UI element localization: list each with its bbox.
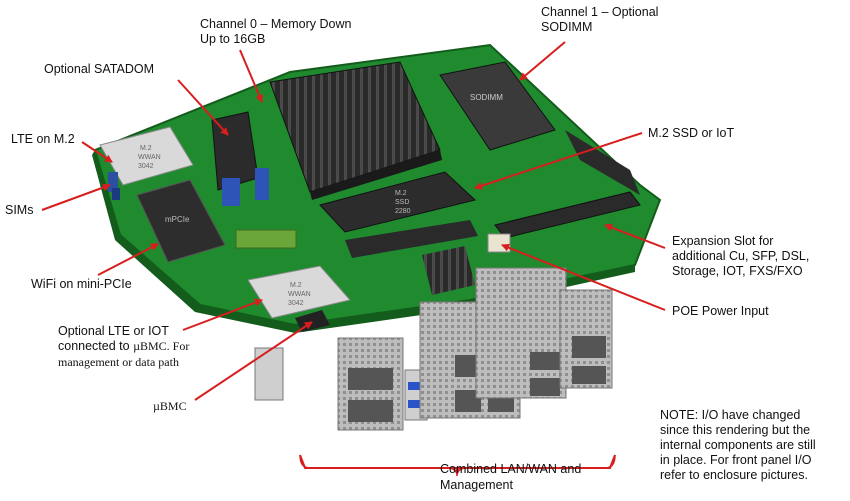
- label-ubmc: µBMC: [153, 399, 187, 413]
- wwan-top-mark-3: 3042: [138, 163, 154, 170]
- lan-wan-bracket-curve: [299, 454, 616, 477]
- ssd-mark-1: M.2: [395, 190, 407, 197]
- note-line3: internal components are still: [660, 438, 816, 452]
- opt-lte-line2b-text: For: [169, 339, 190, 353]
- label-poe: POE Power Input: [672, 304, 769, 318]
- wwan-top-mark-1: M.2: [140, 145, 152, 152]
- label-opt-lte-line3: management or data path: [58, 355, 179, 369]
- label-wifi: WiFi on mini-PCIe: [31, 277, 132, 291]
- wwan-top-mark-2: WWAN: [138, 154, 161, 161]
- pin-header: [235, 229, 297, 249]
- ssd-mark-3: 2280: [395, 208, 411, 215]
- label-opt-lte-line1: Optional LTE or IOT: [58, 324, 169, 338]
- m2-ssd: M.2 SSD 2280: [319, 171, 477, 233]
- label-sims: SIMs: [5, 203, 34, 217]
- label-combined-line2: Management: [440, 478, 513, 492]
- label-combined-line1: Combined LAN/WAN and: [440, 462, 582, 476]
- note-line5: refer to enclosure pictures.: [660, 468, 808, 482]
- label-satadom: Optional SATADOM: [44, 62, 154, 76]
- wwan-bottom-mark-1: M.2: [290, 282, 302, 289]
- small-heatsink: [422, 246, 475, 295]
- note-line2: since this rendering but the: [660, 423, 811, 437]
- arrow-channel1: [519, 41, 566, 81]
- arrow-ubmc: [194, 321, 313, 401]
- ssd-mark-2: SSD: [395, 199, 409, 206]
- poe-connector: [487, 233, 511, 253]
- right-connector: [565, 130, 640, 195]
- sfp-cage: [475, 267, 567, 399]
- arrow-expansion: [604, 223, 666, 249]
- wwan-bottom-mark-2: WWAN: [288, 291, 311, 298]
- rj45-block-1: [337, 337, 404, 431]
- mpcie-mark: mPCIe: [165, 215, 190, 224]
- note-line1: NOTE: I/O have changed: [660, 408, 801, 422]
- m2-wwan-module-bottom: M.2 WWAN 3042: [247, 265, 351, 319]
- arrow-poe: [501, 243, 666, 311]
- arrow-sims: [41, 183, 111, 211]
- callout-arrows: [41, 41, 666, 401]
- wwan-bottom-mark-3: 3042: [288, 300, 304, 307]
- arrow-channel0: [239, 49, 263, 103]
- label-expansion-line3: Storage, IOT, FXS/FXO: [672, 264, 803, 278]
- arrow-m2-ssd: [474, 132, 643, 190]
- label-m2-ssd: M.2 SSD or IoT: [648, 126, 735, 140]
- label-expansion-line2: additional Cu, SFP, DSL,: [672, 249, 810, 263]
- internal-header: [345, 220, 478, 258]
- opt-lte-ubmc-text: µBMC.: [133, 339, 170, 353]
- arrow-lte-m2: [81, 141, 113, 163]
- note-line4: in place. For front panel I/O: [660, 453, 812, 467]
- label-channel0-line2: Up to 16GB: [200, 32, 266, 46]
- sim-slot-2: [112, 188, 120, 200]
- rj45-block-3: [559, 289, 613, 389]
- arrow-opt-lte: [182, 298, 263, 331]
- label-channel0-line1: Channel 0 – Memory Down: [200, 17, 352, 31]
- label-expansion-line1: Expansion Slot for: [672, 234, 774, 248]
- m2-wwan-module-top: M.2 WWAN 3042: [99, 126, 194, 186]
- sodimm-mark: SODIMM: [470, 93, 503, 102]
- label-channel1-line1: Channel 1 – Optional: [541, 5, 659, 19]
- label-opt-lte-line2: connected to µBMC. For: [58, 339, 189, 354]
- label-channel1-line2: SODIMM: [541, 20, 593, 34]
- sodimm-module: SODIMM: [439, 61, 556, 151]
- mpcie-card: mPCIe: [136, 179, 226, 263]
- opt-lte-line2-text: connected to: [58, 339, 134, 353]
- arrow-satadom: [177, 79, 229, 136]
- cpu-heatsink: [269, 61, 442, 200]
- arrow-wifi: [97, 243, 159, 276]
- sim-slot: [108, 172, 118, 192]
- label-lte-m2: LTE on M.2: [11, 132, 75, 146]
